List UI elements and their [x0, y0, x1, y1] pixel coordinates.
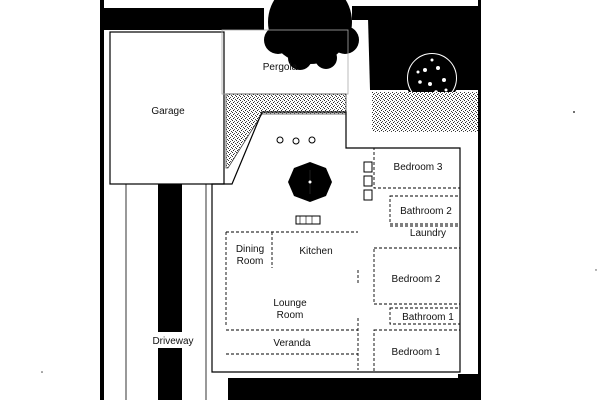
room-label-dining-line2: Room	[237, 256, 264, 267]
room-label-bathroom-1: Bathroom 1	[402, 312, 454, 323]
paving-bottom-right	[458, 374, 478, 400]
scan-speckles	[41, 111, 597, 373]
room-label-bedroom-2: Bedroom 2	[392, 274, 441, 285]
paving-bottom	[228, 378, 478, 400]
umbrella-icon	[288, 162, 332, 202]
room-label-laundry: Laundry	[410, 228, 446, 239]
room-label-bedroom-3: Bedroom 3	[394, 162, 443, 173]
room-label-lounge-line1: Lounge	[273, 298, 307, 309]
interior-walls	[225, 147, 461, 373]
tree-canopy-icon	[264, 0, 359, 70]
label-driveway: Driveway	[152, 336, 193, 347]
gravel-bed-left	[225, 93, 347, 169]
stepping-stones	[276, 136, 316, 145]
room-label-veranda: Veranda	[273, 338, 311, 349]
room-label-bedroom-1: Bedroom 1	[392, 347, 441, 358]
room-label-lounge-line2: Room	[277, 310, 304, 321]
room-label-garage: Garage	[151, 106, 185, 117]
room-label-dining-line1: Dining	[236, 244, 264, 255]
boundary	[100, 0, 481, 400]
house-outline	[211, 111, 461, 373]
garage-outline	[109, 31, 225, 185]
gravel-bed-right	[372, 92, 478, 132]
room-label-pergola: Pergola	[263, 62, 298, 73]
driveway	[125, 184, 207, 400]
ornamental-tree-icon	[405, 51, 459, 105]
bench	[295, 215, 321, 225]
side-steps	[363, 161, 373, 201]
room-label-kitchen: Kitchen	[299, 246, 332, 257]
room-label-bathroom-2: Bathroom 2	[400, 206, 452, 217]
